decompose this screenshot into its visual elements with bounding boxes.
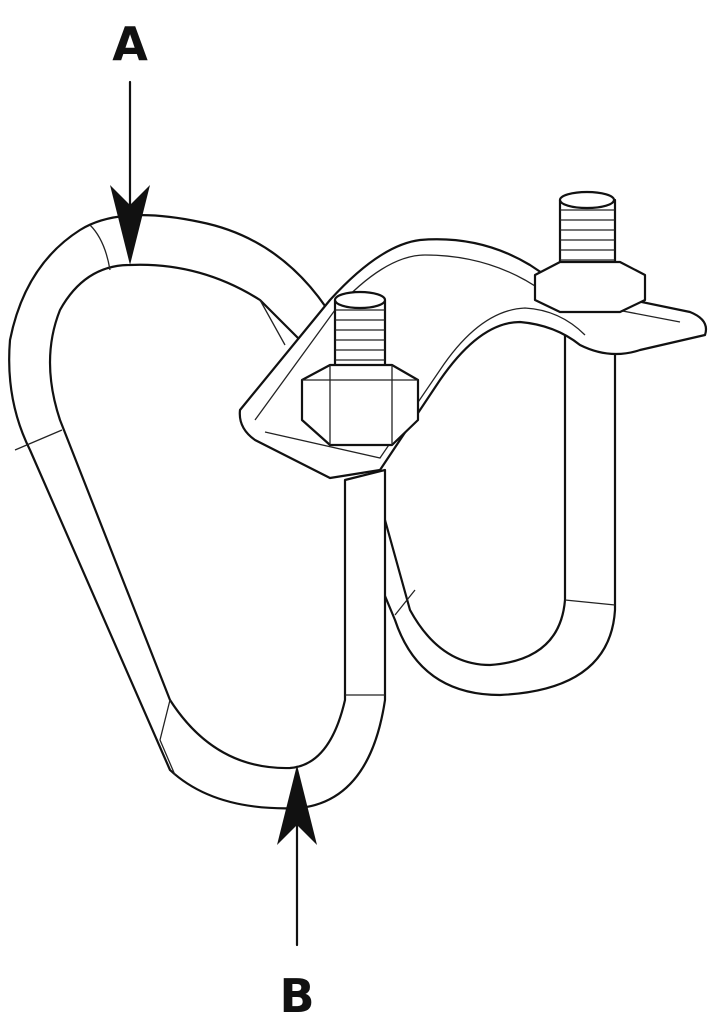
arrow-a bbox=[110, 80, 150, 265]
label-b: B bbox=[279, 969, 314, 1023]
label-a: A bbox=[112, 17, 148, 71]
back-bolt bbox=[533, 190, 647, 314]
back-u-bolt bbox=[368, 288, 617, 697]
front-u-bolt bbox=[8, 214, 387, 810]
front-bolt-threads bbox=[335, 309, 385, 371]
arrow-b bbox=[277, 765, 317, 947]
front-nut bbox=[300, 363, 420, 447]
front-bolt bbox=[300, 290, 420, 447]
back-nut bbox=[533, 260, 647, 314]
